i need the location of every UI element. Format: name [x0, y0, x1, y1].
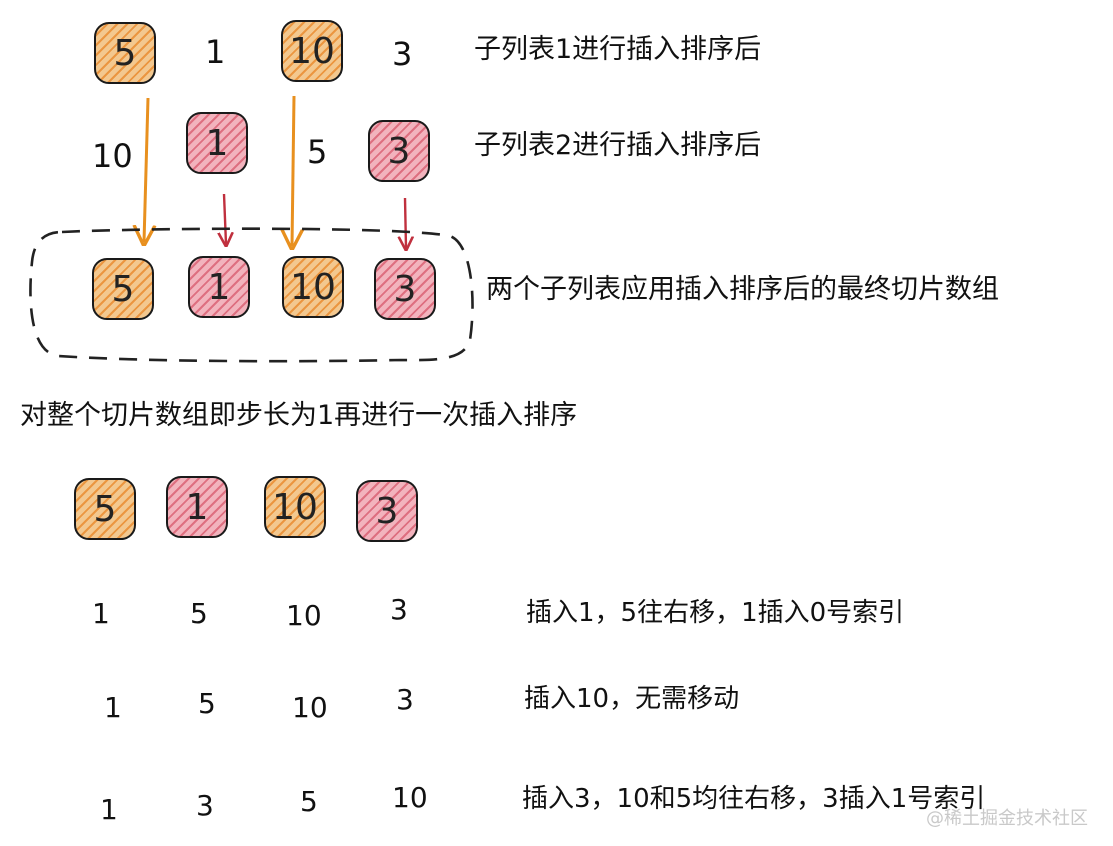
step3-value-3: 10 [392, 781, 428, 814]
step1-description: 插入1，5往右移，1插入0号索引 [526, 598, 905, 628]
step3-value-2: 5 [300, 785, 318, 818]
row2-label: 子列表2进行插入排序后 [474, 130, 762, 161]
row2-box-3: 3 [368, 120, 430, 182]
step1-value-2: 10 [286, 599, 322, 632]
merged-box-5: 5 [92, 258, 154, 320]
arrow-red-1 [224, 193, 226, 244]
row1-label: 子列表1进行插入排序后 [474, 34, 762, 65]
merged-label: 两个子列表应用插入排序后的最终切片数组 [486, 274, 999, 305]
final-box-3: 3 [356, 480, 418, 542]
step1-value-1: 5 [190, 597, 208, 630]
final-box-5: 5 [74, 478, 136, 540]
merged-group-outline [29, 227, 474, 363]
section-title: 对整个切片数组即步长为1再进行一次插入排序 [20, 400, 578, 431]
final-box-1: 1 [166, 476, 228, 538]
row1-value-1: 1 [205, 33, 226, 71]
step2-value-3: 3 [396, 683, 414, 716]
step3-description: 插入3，10和5均往右移，3插入1号索引 [522, 784, 986, 814]
step2-description: 插入10，无需移动 [524, 684, 740, 714]
row1-box-5: 5 [94, 22, 156, 84]
merged-box-10: 10 [282, 256, 344, 318]
step1-value-0: 1 [92, 597, 110, 630]
watermark: @稀土掘金技术社区 [926, 808, 1088, 829]
merged-box-3: 3 [374, 258, 436, 320]
row2-value-10: 10 [92, 137, 133, 175]
step1-value-3: 3 [390, 593, 408, 626]
arrow-orange-5 [144, 97, 148, 242]
row2-value-5: 5 [307, 133, 328, 171]
arrow-red-3 [405, 197, 406, 248]
step2-value-0: 1 [104, 691, 122, 724]
row1-value-3: 3 [392, 35, 413, 73]
step3-value-0: 1 [100, 793, 118, 826]
step2-value-1: 5 [198, 687, 216, 720]
arrow-orange-10 [292, 95, 294, 246]
step2-value-2: 10 [292, 691, 328, 724]
step3-value-1: 3 [196, 789, 214, 822]
row2-box-1: 1 [186, 112, 248, 174]
row1-box-10: 10 [281, 20, 343, 82]
final-box-10: 10 [264, 476, 326, 538]
merged-box-1: 1 [188, 256, 250, 318]
